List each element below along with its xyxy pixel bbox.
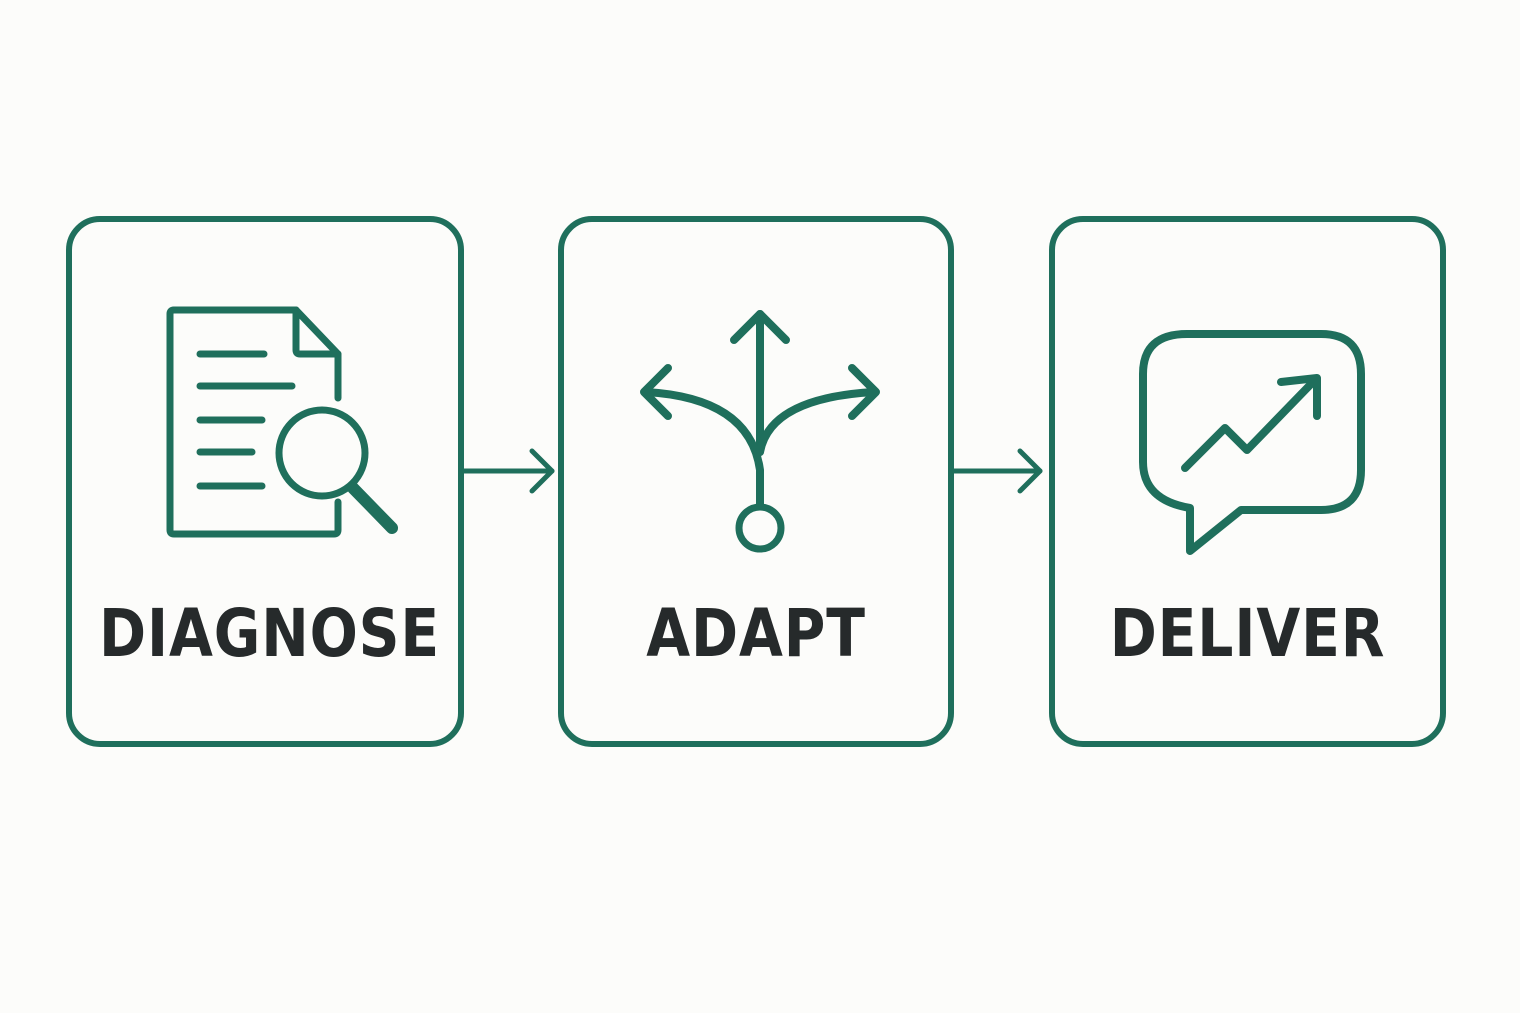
document-search-icon xyxy=(166,306,398,538)
step-label-deliver: DELIVER xyxy=(1109,595,1386,672)
connector-arrow-diagnose-adapt xyxy=(461,448,555,494)
step-label-adapt: ADAPT xyxy=(646,595,866,672)
step-card-adapt: ADAPT xyxy=(558,216,954,747)
chat-growth-icon xyxy=(1139,330,1365,555)
branching-arrows-icon xyxy=(640,310,880,553)
connector-arrow-adapt-deliver xyxy=(951,448,1043,494)
step-label-diagnose: DIAGNOSE xyxy=(99,595,441,672)
step-card-deliver: DELIVER xyxy=(1049,216,1446,747)
step-card-diagnose: DIAGNOSE xyxy=(66,216,464,747)
